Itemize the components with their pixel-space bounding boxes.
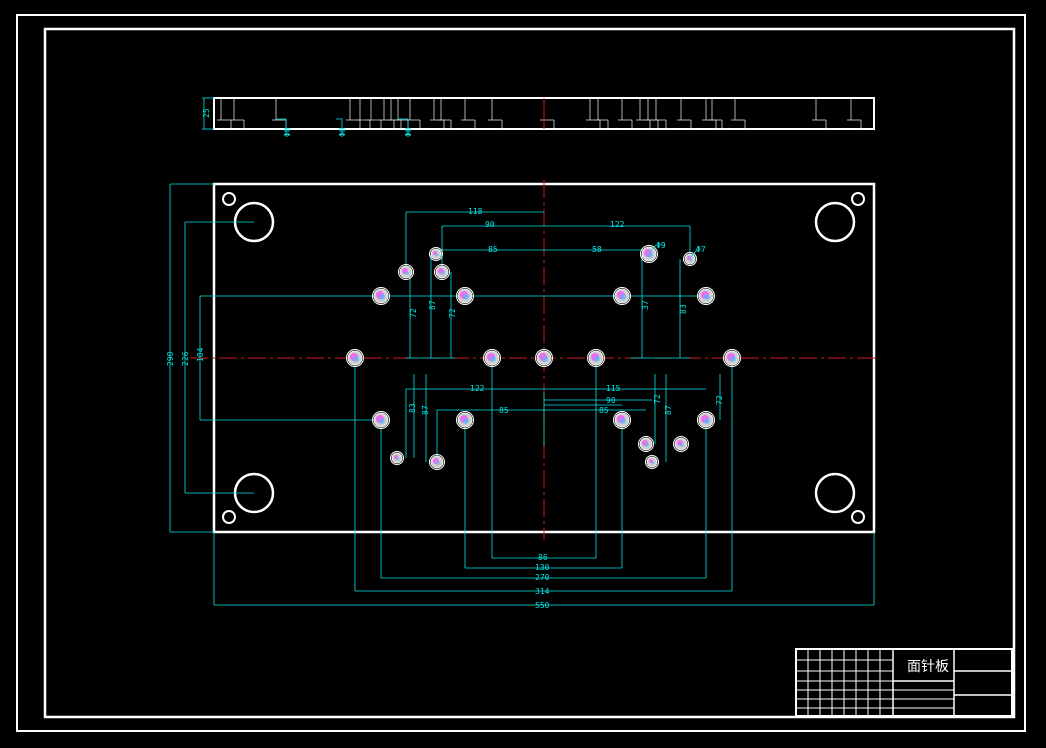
ejector-pin-hole (429, 454, 445, 470)
ejector-pin-holes (346, 245, 741, 470)
dia-7-callout: Φ7 (696, 245, 706, 254)
ejector-pin-hole (587, 349, 605, 367)
dim-86: 86 (538, 553, 548, 562)
outer-border (16, 14, 1026, 732)
ejector-pin-hole (483, 349, 501, 367)
dim-130: 130 (535, 563, 550, 572)
leader (398, 118, 409, 135)
ejector-pin-hole (640, 245, 658, 263)
dim-115: 115 (606, 384, 621, 393)
guide-pin-hole (814, 201, 856, 243)
part-name: 面针板 (907, 659, 949, 675)
inner-border (43, 27, 1016, 719)
dim-85: 85 (599, 406, 609, 415)
dim-72: 72 (653, 394, 662, 404)
screw-hole (851, 192, 865, 206)
leader (648, 244, 657, 254)
ejector-pin-hole (697, 287, 715, 305)
ejector-pin-hole (434, 264, 450, 280)
dim-270: 270 (535, 573, 550, 582)
ejector-pin-hole (372, 287, 390, 305)
dim-83: 83 (408, 403, 417, 413)
dim-226: 226 (181, 351, 190, 366)
ejector-pin-hole (535, 349, 553, 367)
ejector-pin-hole (697, 411, 715, 429)
ejector-pin-hole (456, 411, 474, 429)
screw-hole (851, 510, 865, 524)
side-hole-label-2: Φ8 (338, 127, 347, 137)
leader (689, 249, 698, 259)
dim-118: 118 (468, 207, 483, 216)
ejector-pin-hole (346, 349, 364, 367)
side-hole-label-1: Φ8 (283, 127, 292, 137)
ejector-pin-hole (683, 252, 697, 266)
side-view-hole-profiles (217, 99, 862, 129)
ejector-pin-hole (613, 287, 631, 305)
ejector-pin-hole (645, 455, 659, 469)
dim-83: 83 (679, 304, 688, 314)
title-block: 面针板 (795, 648, 1013, 717)
dim-87: 87 (428, 300, 437, 310)
dimension-lines (169, 183, 875, 606)
dim-72: 72 (409, 308, 418, 318)
dia-9-callout: Φ9 (656, 241, 666, 250)
leader (276, 118, 287, 135)
dim-122: 122 (610, 220, 625, 229)
ejector-pin-hole (429, 247, 443, 261)
screw-hole (222, 510, 236, 524)
guide-pin-hole (814, 472, 856, 514)
dim-87: 87 (664, 405, 673, 415)
dim-90: 90 (606, 396, 616, 405)
ejector-pin-hole (398, 264, 414, 280)
ejector-pin-hole (613, 411, 631, 429)
dim-104: 104 (196, 347, 205, 362)
dim-37: 37 (641, 300, 650, 310)
screw-hole (222, 192, 236, 206)
plan-view: 118 90 122 85 58 72 87 72 37 83 122 115 … (166, 180, 876, 610)
ejector-pin-hole (638, 436, 654, 452)
ejector-pin-hole (372, 411, 390, 429)
dim-90: 90 (485, 220, 495, 229)
ejector-pin-hole (390, 451, 404, 465)
dim-314: 314 (535, 587, 550, 596)
dim-85: 85 (488, 245, 498, 254)
dim-72: 72 (448, 308, 457, 318)
title-block-outline (795, 648, 1013, 717)
leader (336, 118, 343, 135)
dim-550: 550 (535, 601, 550, 610)
dim-122: 122 (470, 384, 485, 393)
ejector-pin-hole (673, 436, 689, 452)
dim-58: 58 (592, 245, 602, 254)
dim-85: 85 (499, 406, 509, 415)
title-block-grid (796, 649, 954, 716)
side-thickness-label: 25 (202, 108, 211, 118)
dim-72: 72 (715, 395, 724, 405)
dim-87: 87 (421, 405, 430, 415)
side-view: 25 Φ8 Φ8 Φ8 (202, 97, 875, 137)
side-hole-label-3: Φ8 (404, 127, 413, 137)
dim-290: 290 (166, 351, 175, 366)
ejector-pin-hole (723, 349, 741, 367)
ejector-pin-hole (456, 287, 474, 305)
